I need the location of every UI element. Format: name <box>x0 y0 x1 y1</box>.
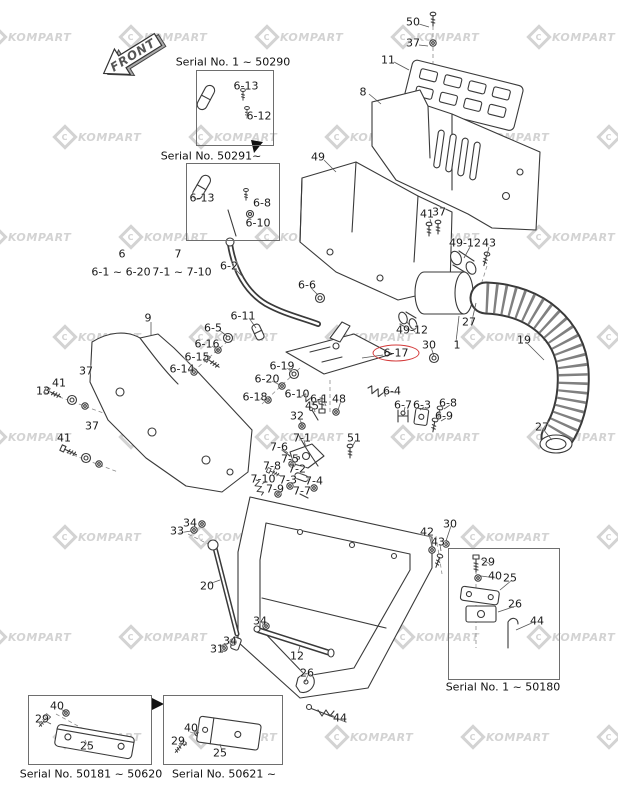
kompart-logo-text: KOMPART <box>8 630 72 644</box>
flexible-hose <box>469 281 590 454</box>
kompart-logo-text: KOMPART <box>78 130 142 144</box>
pin-12 <box>253 622 335 658</box>
perforated-plate <box>402 59 524 131</box>
kompart-logo-text: KOMPART <box>486 530 550 544</box>
kompart-logo-text: KOMPART <box>144 630 208 644</box>
lever-group <box>252 433 354 499</box>
kompart-logo-text: KOMPART <box>552 30 616 44</box>
side-panel <box>371 89 541 231</box>
kompart-logo-text: KOMPART <box>280 430 344 444</box>
kompart-logo-text: KOMPART <box>280 30 344 44</box>
kompart-logo-text: KOMPART <box>350 730 414 744</box>
marker-triangle-top <box>251 140 263 153</box>
highlighted-part-callout: 6-17 <box>372 344 420 362</box>
inset3-content <box>459 554 519 649</box>
tension-rod <box>190 520 242 652</box>
leader-lines <box>44 23 553 752</box>
chassis-frame <box>237 496 433 699</box>
left-bracket <box>89 332 253 493</box>
lever-base-plate <box>285 321 393 375</box>
kompart-logo-text: KOMPART <box>416 430 480 444</box>
bolt-cluster-upper <box>43 386 89 410</box>
muffler <box>398 271 484 364</box>
kompart-logo-text: KOMPART <box>416 630 480 644</box>
kompart-logo-text: KOMPART <box>214 130 278 144</box>
kompart-logo-text: KOMPART <box>486 330 550 344</box>
front-arrow: FRONT <box>102 32 167 76</box>
control-rod <box>225 237 321 327</box>
kompart-logo-text: KOMPART <box>8 30 72 44</box>
kompart-logo-text: KOMPART <box>552 630 616 644</box>
kompart-logo-text: KOMPART <box>8 230 72 244</box>
bolt-cluster-lower <box>59 444 103 468</box>
inset5-content <box>172 715 262 755</box>
kompart-logo-text: KOMPART <box>486 730 550 744</box>
kompart-logo-text: KOMPART <box>78 530 142 544</box>
inset2-content <box>191 174 255 237</box>
kompart-logo-text: KOMPART <box>8 430 72 444</box>
marker-triangle-bottom <box>152 698 164 710</box>
hook-and-pin <box>295 673 347 723</box>
inset1-content <box>196 84 250 119</box>
rod-hardware <box>190 292 444 433</box>
outlet-pipe-upper <box>450 250 491 275</box>
kompart-logo-text: KOMPART <box>552 230 616 244</box>
inset4-content <box>36 709 135 760</box>
